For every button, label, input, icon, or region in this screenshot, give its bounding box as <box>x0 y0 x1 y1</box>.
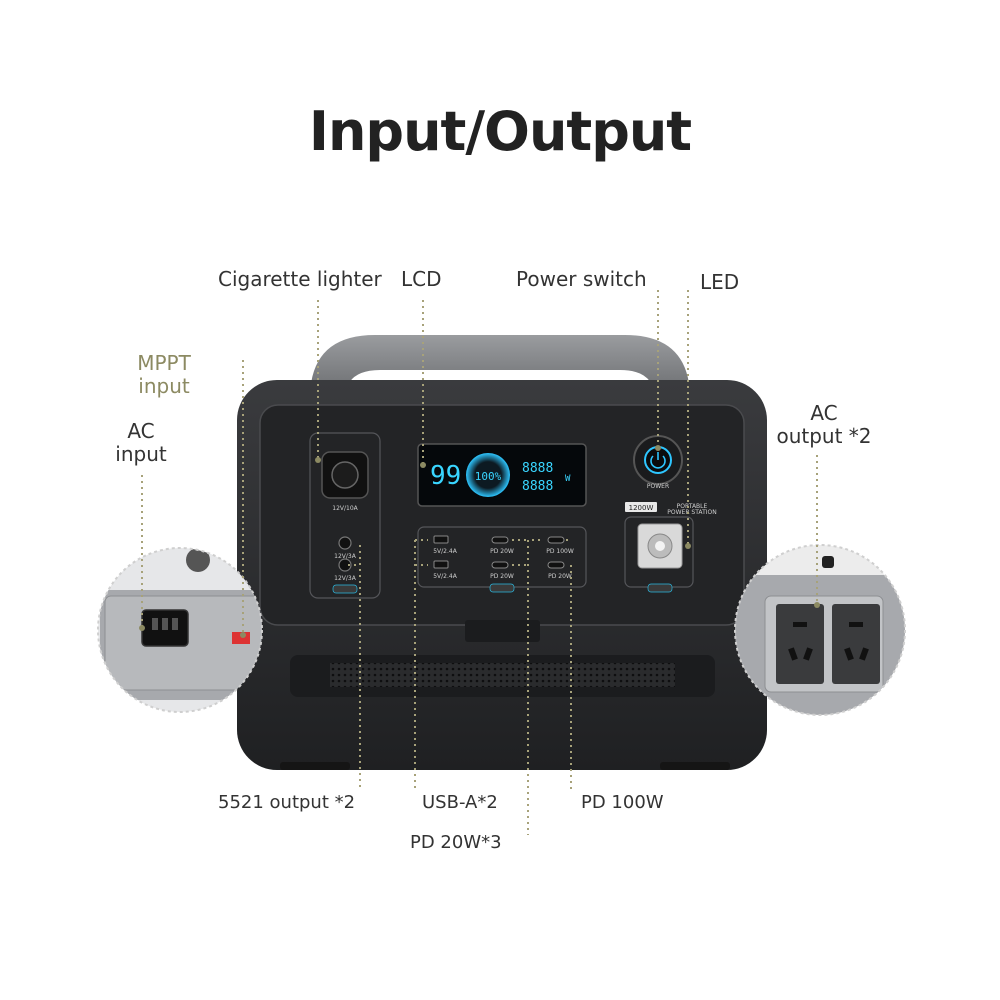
svg-text:PORTABLE: PORTABLE <box>677 503 708 510</box>
label-mppt-input-line1: MPPT <box>137 351 191 375</box>
svg-text:5V/2.4A: 5V/2.4A <box>433 573 457 580</box>
handle <box>310 335 690 395</box>
label-usb-a: USB-A*2 <box>422 792 498 813</box>
svg-text:8888: 8888 <box>522 479 553 494</box>
svg-text:12V/10A: 12V/10A <box>332 505 358 512</box>
label-ac-output-line2: output *2 <box>776 424 872 448</box>
label-5521-output: 5521 output *2 <box>218 792 356 813</box>
ac-outlet-2 <box>832 604 880 684</box>
pd-20w-port-3 <box>547 561 565 569</box>
label-ac-output-line1: AC <box>810 401 838 425</box>
label-led: LED <box>700 270 740 294</box>
svg-text:12V/3A: 12V/3A <box>334 575 357 582</box>
svg-text:12V/3A: 12V/3A <box>334 553 357 560</box>
svg-text:PD 20W: PD 20W <box>490 573 514 580</box>
label-mppt-input-line2: input <box>138 374 190 398</box>
svg-text:100%: 100% <box>475 470 502 483</box>
label-lcd: LCD <box>401 267 442 291</box>
label-mppt-input: MPPT input <box>128 352 200 398</box>
label-cigarette-lighter: Cigarette lighter <box>218 267 382 291</box>
label-ac-input-line1: AC <box>127 419 155 443</box>
svg-text:1200W: 1200W <box>629 504 654 512</box>
svg-text:5V/2.4A: 5V/2.4A <box>433 548 457 555</box>
svg-text:8888: 8888 <box>522 461 553 476</box>
svg-text:PD 20W: PD 20W <box>548 573 572 580</box>
svg-text:99: 99 <box>430 461 461 491</box>
usb-a-port-1 <box>433 535 449 544</box>
ac-input-closeup <box>98 548 262 712</box>
svg-text:PD 20W: PD 20W <box>490 548 514 555</box>
label-ac-input: AC input <box>108 420 174 466</box>
pd-20w-port-1 <box>491 536 509 544</box>
usb-a-port-2 <box>433 560 449 569</box>
svg-text:W: W <box>565 474 571 484</box>
label-pd-100w: PD 100W <box>581 792 664 813</box>
page-title: Input/Output <box>308 100 692 163</box>
ac-outlet-1 <box>776 604 824 684</box>
svg-text:POWER: POWER <box>647 483 669 490</box>
dc-port-1 <box>338 536 352 550</box>
leader-lines <box>141 290 818 835</box>
dc-port-2 <box>338 558 352 572</box>
svg-text:POWER STATION: POWER STATION <box>667 509 716 516</box>
label-pd-20w: PD 20W*3 <box>410 832 502 853</box>
pd-20w-port-2 <box>491 561 509 569</box>
label-ac-input-line2: input <box>115 442 167 466</box>
label-ac-output: AC output *2 <box>772 402 876 448</box>
ac-output-closeup <box>735 545 905 715</box>
label-power-switch: Power switch <box>516 267 647 291</box>
pd-100w-port <box>547 536 565 544</box>
svg-text:PD 100W: PD 100W <box>546 548 574 555</box>
